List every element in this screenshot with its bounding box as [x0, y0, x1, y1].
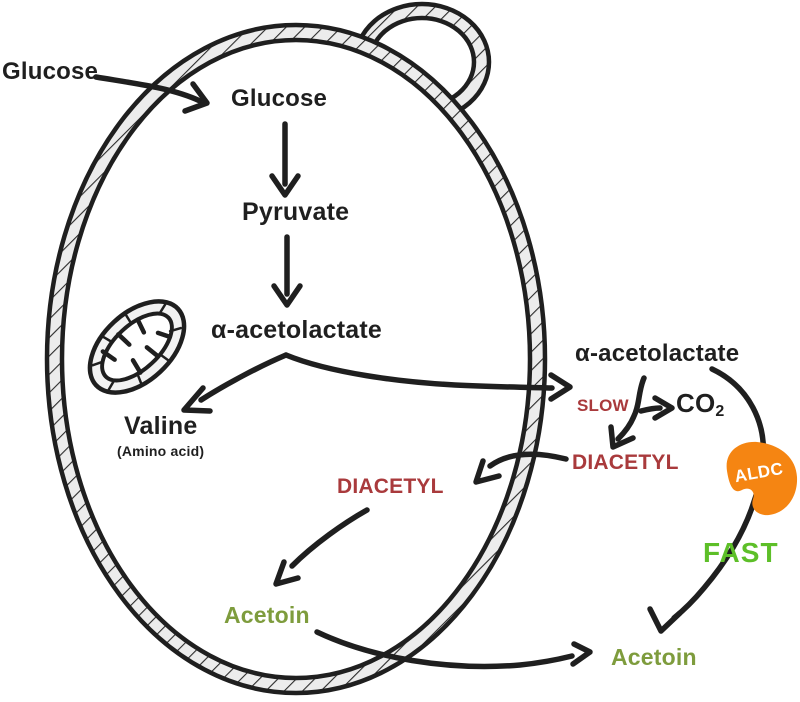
label-acetolactate-outside: α-acetolactate	[575, 340, 740, 367]
arrow-diacetyl-to-acetoin	[273, 507, 370, 587]
label-diacetyl-inside: DIACETYL	[337, 475, 444, 498]
label-glucose-inside: Glucose	[231, 85, 328, 112]
arrow-glucose-uptake	[93, 74, 210, 114]
arrow-slow-decarboxylation	[608, 375, 647, 450]
arrow-acetoin-export	[314, 629, 593, 670]
label-pyruvate: Pyruvate	[242, 198, 350, 226]
label-slow: SLOW	[577, 396, 629, 415]
label-fast: FAST	[703, 537, 779, 568]
arrow-pyruvate-to-acetolactate	[271, 234, 303, 308]
arrow-aldc-fast-conversion	[647, 366, 767, 634]
arrow-co2-branch	[638, 395, 675, 421]
label-acetoin-outside: Acetoin	[611, 644, 697, 670]
label-valine: Valine	[124, 412, 198, 440]
arrow-acetolactate-export	[283, 352, 573, 402]
co2-base: CO	[676, 388, 716, 418]
arrow-acetolactate-to-valine	[181, 352, 289, 414]
label-glucose-outside: Glucose	[2, 58, 99, 85]
label-acetolactate-inside: α-acetolactate	[211, 316, 383, 344]
aldc-enzyme-blob	[726, 441, 798, 516]
arrow-diacetyl-uptake	[473, 451, 569, 485]
label-co2: CO2	[676, 389, 725, 421]
label-diacetyl-outside: DIACETYL	[572, 451, 679, 474]
arrow-glucose-to-pyruvate	[269, 121, 301, 198]
label-valine-note: (Amino acid)	[117, 443, 205, 459]
mitochondrion-icon	[87, 299, 187, 395]
label-acetoin-inside: Acetoin	[224, 602, 310, 628]
co2-subscript: 2	[715, 403, 725, 420]
